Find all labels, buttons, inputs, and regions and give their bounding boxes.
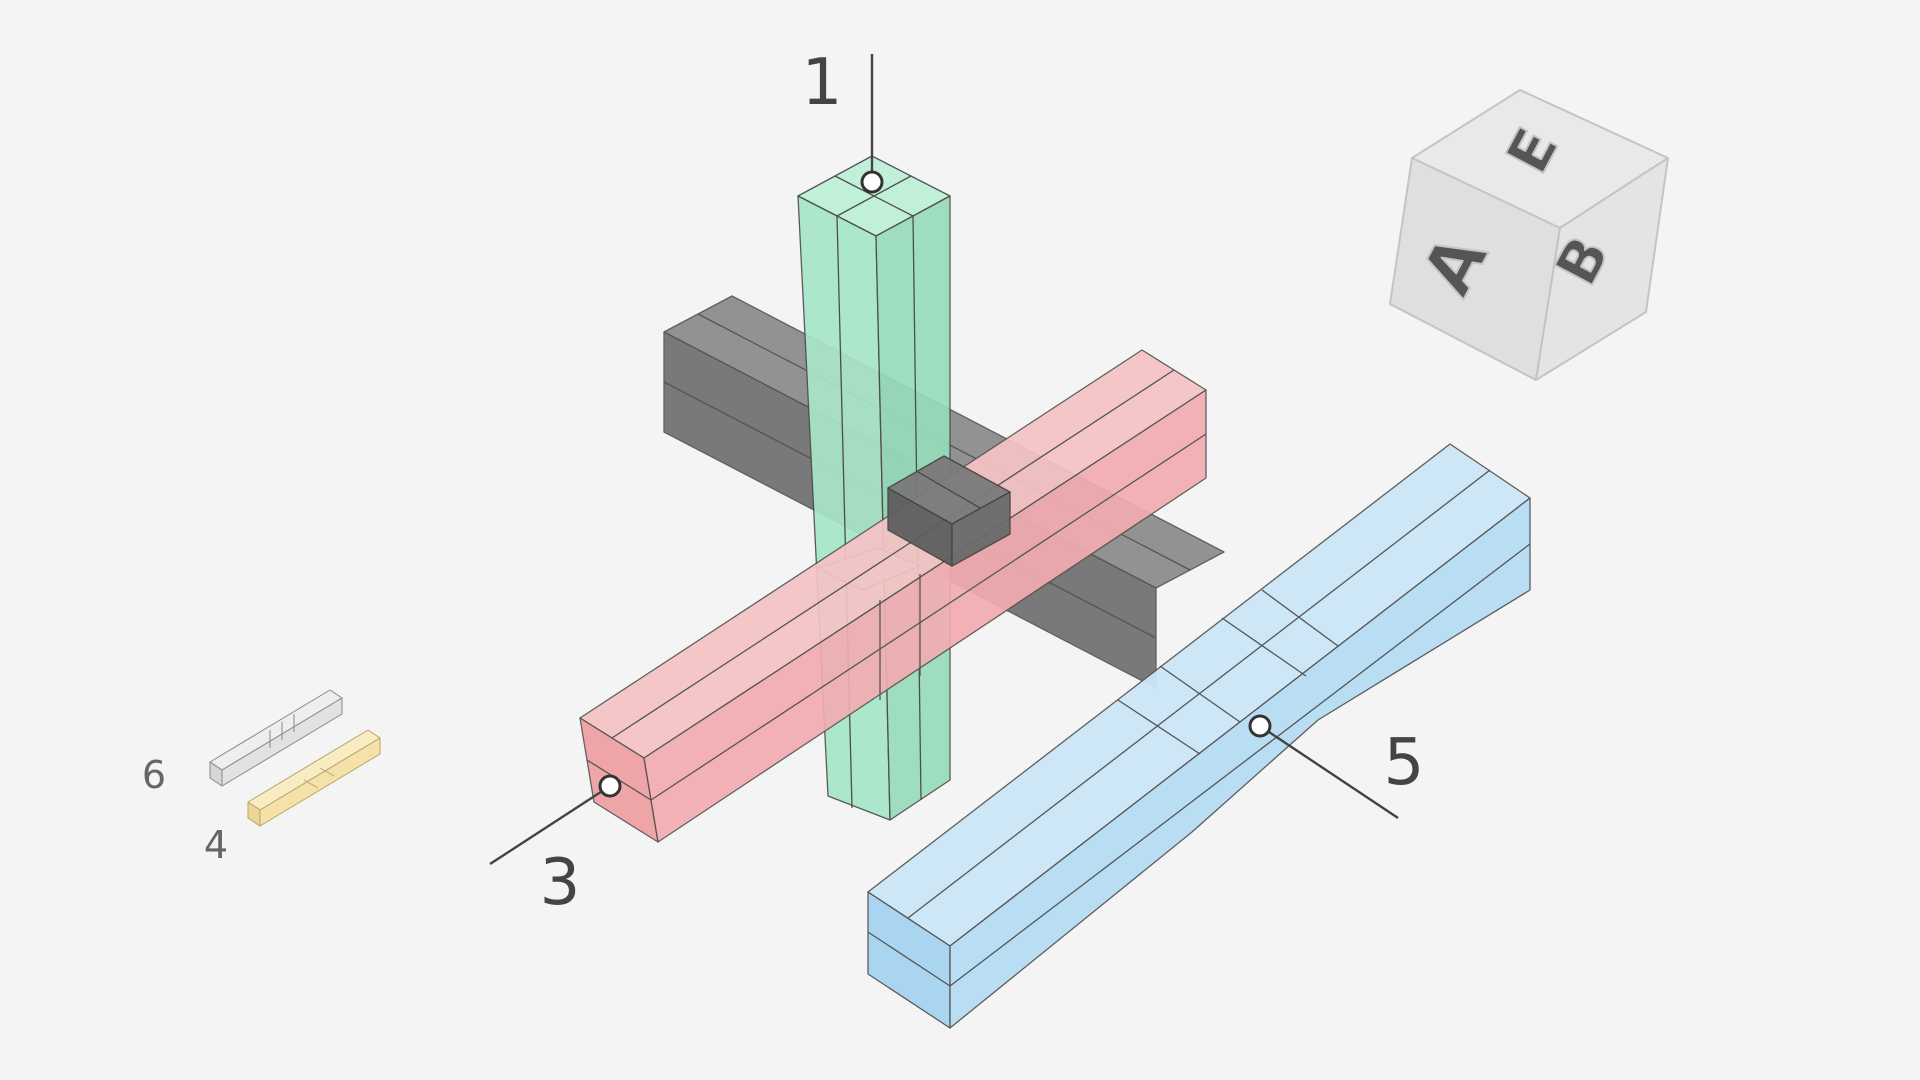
callout-1-label: 1 [802,46,843,120]
legend-piece-6[interactable] [209,689,343,787]
callout-3-marker[interactable] [598,774,622,798]
piece-3-red-beam[interactable] [579,349,1207,843]
callout-3-label: 3 [540,846,581,920]
legend-label-4: 4 [204,823,228,867]
piece-5-blue-bar[interactable] [867,443,1531,1029]
callout-5-marker[interactable] [1248,714,1272,738]
junction-block [887,455,1011,567]
callout-3: 3 [489,774,622,920]
legend-piece-4[interactable] [247,729,381,827]
callout-1: 1 [802,46,884,194]
callout-1-marker[interactable] [860,170,884,194]
view-cube-right-face[interactable] [1535,157,1669,381]
view-cube[interactable]: A E B [1389,89,1669,381]
callout-5-label: 5 [1384,726,1425,800]
callout-5: 5 [1248,714,1425,819]
legend-label-6: 6 [142,753,166,797]
